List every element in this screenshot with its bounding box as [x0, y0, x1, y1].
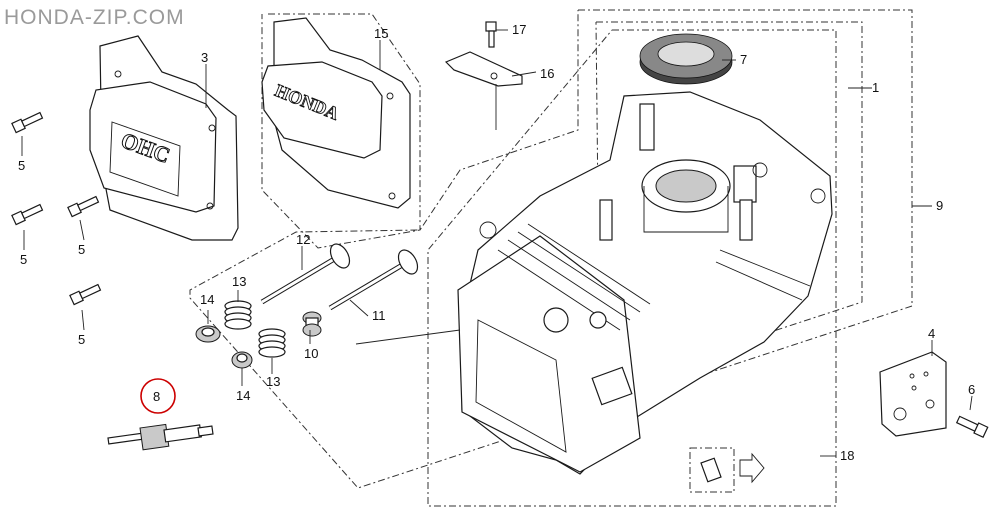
callout-14b[interactable]: 14 [236, 388, 250, 403]
callout-11[interactable]: 11 [372, 308, 386, 323]
cover-part-15[interactable]: HONDA [261, 17, 411, 209]
callout-1[interactable]: 1 [872, 80, 879, 95]
callout-8[interactable]: 8 [153, 389, 160, 404]
callouts: 3 15 17 16 7 1 9 4 6 11 12 10 13 13 14 1… [18, 22, 975, 463]
bolt-part-6[interactable] [955, 415, 989, 439]
callout-6[interactable]: 6 [968, 382, 975, 397]
valve-caps-part-14[interactable] [195, 325, 253, 369]
callout-5d[interactable]: 5 [78, 332, 85, 347]
stud-part-18[interactable] [689, 447, 765, 493]
bolt-part-17[interactable] [485, 21, 497, 48]
gasket-part-4[interactable] [879, 351, 947, 437]
callout-17[interactable]: 17 [512, 22, 526, 37]
engine-block-part-1[interactable] [457, 91, 833, 475]
callout-5c[interactable]: 5 [78, 242, 85, 257]
spark-plug-part-8[interactable] [107, 423, 214, 451]
callout-9[interactable]: 9 [936, 198, 943, 213]
callout-5b[interactable]: 5 [20, 252, 27, 267]
callout-3[interactable]: 3 [201, 50, 208, 65]
springs-part-13[interactable] [224, 300, 286, 358]
oil-seal-part-7[interactable] [639, 33, 733, 85]
watermark-text: HONDA-ZIP.COM [4, 6, 185, 29]
callout-12[interactable]: 12 [296, 232, 310, 247]
group-boundaries [189, 9, 913, 507]
callout-13b[interactable]: 13 [266, 374, 280, 389]
bolts-part-5[interactable] [11, 111, 102, 306]
callout-16[interactable]: 16 [540, 66, 554, 81]
rocker-cover-part-3[interactable]: OHC [89, 35, 239, 241]
valve-seal-part-10[interactable] [302, 311, 322, 337]
callout-10[interactable]: 10 [304, 346, 318, 361]
callout-4[interactable]: 4 [928, 326, 935, 341]
callout-15[interactable]: 15 [374, 26, 388, 41]
highlight-circle [140, 378, 176, 414]
callout-5a[interactable]: 5 [18, 158, 25, 173]
callout-14a[interactable]: 14 [200, 292, 214, 307]
callout-13a[interactable]: 13 [232, 274, 246, 289]
valves-part-11-12[interactable] [260, 241, 421, 311]
leader-lines [21, 29, 973, 457]
gasket-part-16[interactable] [444, 51, 523, 87]
callout-18[interactable]: 18 [840, 448, 854, 463]
callout-7[interactable]: 7 [740, 52, 747, 67]
